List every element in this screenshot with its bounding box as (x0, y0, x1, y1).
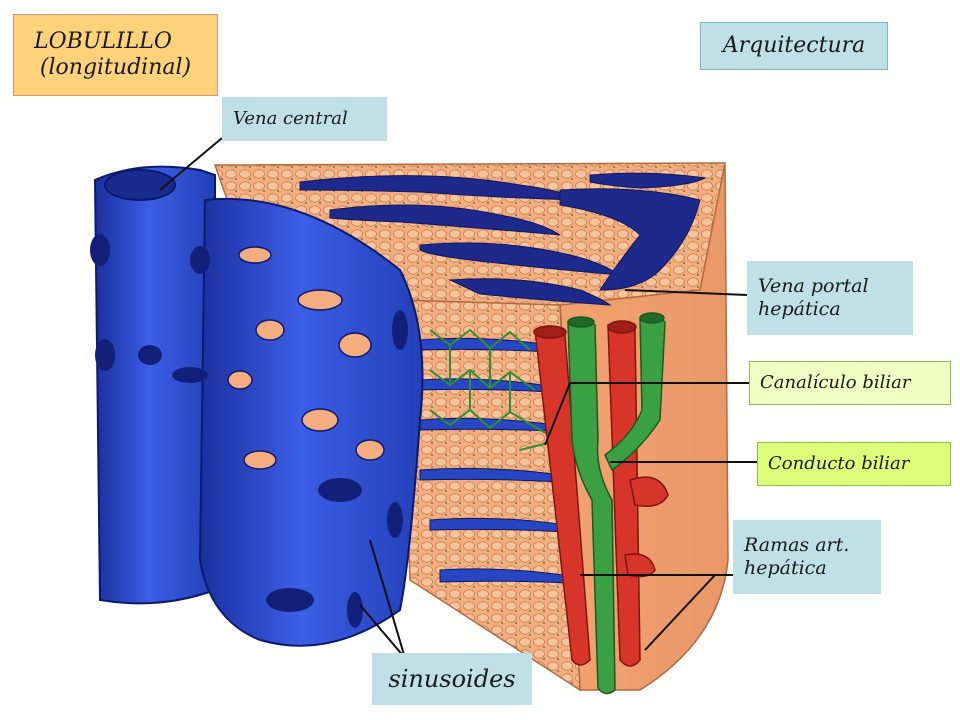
section-label: Arquitectura (700, 22, 888, 70)
leader-lines (159, 137, 757, 659)
label-vena-portal: Vena portal hepática (747, 261, 913, 335)
label-vena-portal-line-2: hepática (758, 298, 841, 320)
title-line-2: (longitudinal) (39, 55, 192, 80)
label-canaliculo-biliar: Canalículo biliar (749, 361, 951, 405)
bile-ducts (567, 312, 666, 695)
central-vein-network (90, 165, 424, 647)
diagram-title: LOBULILLO (longitudinal) (13, 14, 218, 96)
title-line-1: LOBULILLO (34, 28, 172, 54)
label-ramas-line-1: Ramas art. (744, 534, 850, 557)
label-ramas-arteria: Ramas art. hepática (733, 520, 881, 594)
label-sinusoides: sinusoides (372, 653, 532, 705)
label-vena-central: Vena central (222, 97, 387, 141)
hepatic-artery-branches (533, 320, 669, 667)
label-ramas-line-2: hepática (744, 557, 827, 579)
sinusoid-channels (299, 172, 707, 306)
label-vena-portal-line-1: Vena portal (758, 275, 869, 298)
central-vein-opening (104, 169, 176, 201)
central-vein-body (93, 165, 216, 605)
label-conducto-biliar: Conducto biliar (757, 442, 951, 486)
